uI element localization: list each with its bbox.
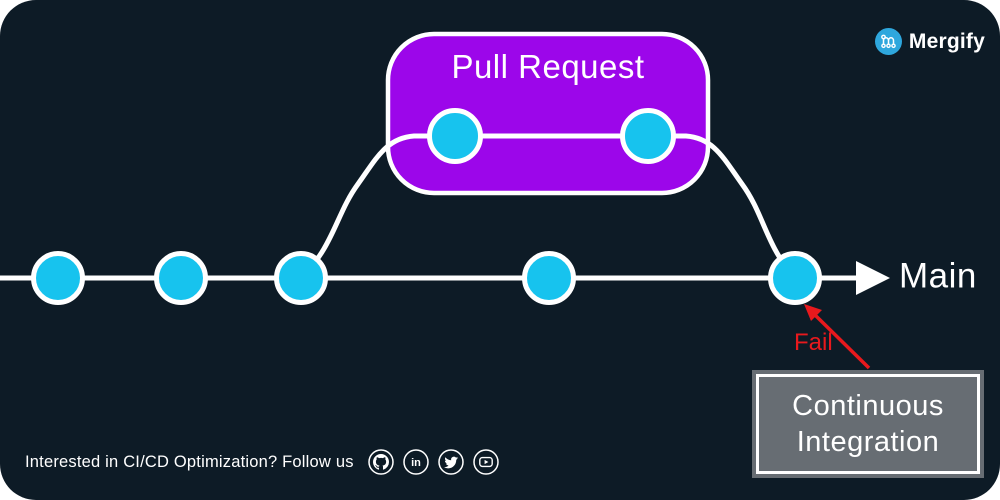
commit-node — [522, 251, 576, 305]
commit-node — [274, 251, 328, 305]
ci-label-line1: Continuous — [792, 389, 944, 422]
continuous-integration-box-inner: Continuous Integration — [756, 374, 980, 474]
youtube-icon[interactable] — [472, 449, 499, 475]
footer: Interested in CI/CD Optimization? Follow… — [25, 449, 499, 475]
svg-text:in: in — [411, 457, 421, 469]
commit-node-ci-fail — [768, 251, 822, 305]
mergify-logo: Mergify — [874, 28, 985, 55]
fail-label: Fail — [794, 329, 833, 356]
commit-node — [154, 251, 208, 305]
ci-label-line2: Integration — [796, 425, 940, 458]
github-icon[interactable] — [367, 449, 394, 475]
commit-node — [31, 251, 85, 305]
pull-request-label: Pull Request — [451, 48, 645, 85]
pr-commit-node — [620, 108, 676, 164]
footer-text: Interested in CI/CD Optimization? Follow… — [25, 452, 354, 471]
linkedin-icon[interactable]: in — [402, 449, 429, 475]
twitter-icon[interactable] — [437, 449, 464, 475]
fail-arrow — [804, 304, 871, 370]
continuous-integration-box: Continuous Integration — [752, 370, 984, 478]
mergify-logo-icon — [874, 28, 902, 55]
main-branch-label: Main — [899, 256, 977, 296]
social-links: in — [367, 449, 499, 475]
feature-branch-line — [299, 133, 797, 280]
pr-commit-node — [427, 108, 483, 164]
main-arrowhead-icon — [856, 261, 890, 295]
brand-name: Mergify — [908, 29, 985, 53]
